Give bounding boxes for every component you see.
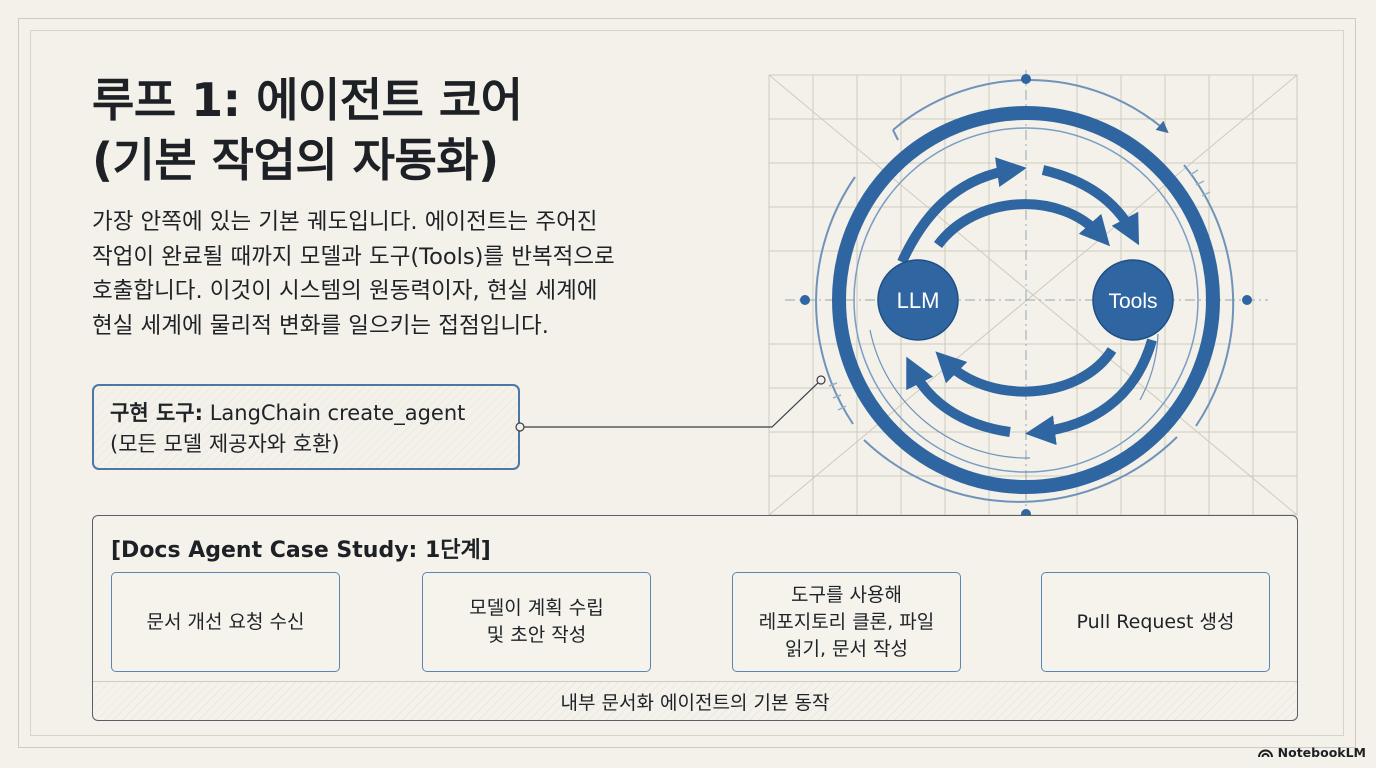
description-line-2: 작업이 완료될 때까지 모델과 도구(Tools)를 반복적으로 xyxy=(92,243,615,270)
step-4-card: Pull Request 생성 xyxy=(1041,572,1270,672)
tools-node xyxy=(1092,259,1174,341)
title-line-1: 루프 1: 에이전트 코어 xyxy=(92,73,523,127)
arrow-llm-to-tools-right xyxy=(1041,165,1140,246)
implementation-callout: 구현 도구: LangChain create_agent (모든 모델 제공자… xyxy=(92,384,520,470)
implementation-note: (모든 모델 제공자와 호환) xyxy=(110,432,340,456)
outer-arcs xyxy=(815,79,1235,503)
arrow-llm-to-tools-outer xyxy=(897,157,1027,265)
orbit-inner-ring xyxy=(853,127,1199,473)
arrow-llm-to-tools-inner xyxy=(933,199,1110,249)
page-title: 루프 1: 에이전트 코어 (기본 작업의 자동화) xyxy=(92,70,523,190)
axis-dots xyxy=(800,74,1252,519)
step-3-card: 도구를 사용해 레포지토리 클론, 파일 읽기, 문서 작성 xyxy=(732,572,961,672)
arrow-tools-to-llm-left xyxy=(906,356,1011,437)
case-study-title: [Docs Agent Case Study: 1단계] xyxy=(111,538,491,563)
case-study-footer: 내부 문서화 에이전트의 기본 동작 xyxy=(93,681,1297,720)
loop-arrows xyxy=(897,157,1157,446)
description: 가장 안쪽에 있는 기본 궤도입니다. 에이전트는 주어진 작업이 완료될 때까… xyxy=(92,205,732,343)
inner-frame xyxy=(30,30,1344,736)
notebooklm-logo-icon xyxy=(1257,749,1273,758)
step-1-card: 문서 개선 요청 수신 xyxy=(111,572,340,672)
description-line-1: 가장 안쪽에 있는 기본 궤도입니다. 에이전트는 주어진 xyxy=(92,209,598,235)
description-line-3: 호출합니다. 이것이 시스템의 원동력이자, 현실 세계에 xyxy=(92,278,598,304)
outer-frame xyxy=(18,18,1356,748)
implementation-value: LangChain create_agent xyxy=(209,401,466,425)
title-line-2: (기본 작업의 자동화) xyxy=(92,133,499,187)
llm-node xyxy=(877,259,959,341)
implementation-label: 구현 도구: xyxy=(110,401,203,425)
description-line-4: 현실 세계에 물리적 변화를 일으키는 접점입니다. xyxy=(92,312,549,339)
orbit-outer-ring xyxy=(832,106,1220,494)
tools-node-label: Tools xyxy=(1108,290,1157,313)
llm-node-label: LLM xyxy=(897,288,940,313)
callout-connector xyxy=(515,375,826,432)
arrow-tools-to-llm-inner xyxy=(935,347,1117,397)
inner-guide-arcs xyxy=(869,329,1159,459)
brand-name: NotebookLM xyxy=(1277,745,1366,760)
brand-watermark: NotebookLM xyxy=(1257,745,1366,760)
case-study-panel: [Docs Agent Case Study: 1단계] 문서 개선 요청 수신… xyxy=(92,515,1298,721)
step-2-card: 모델이 계획 수립 및 초안 작성 xyxy=(422,572,651,672)
outer-arc-ticks xyxy=(828,169,1211,411)
arrow-tools-to-llm-outer xyxy=(1025,338,1157,446)
